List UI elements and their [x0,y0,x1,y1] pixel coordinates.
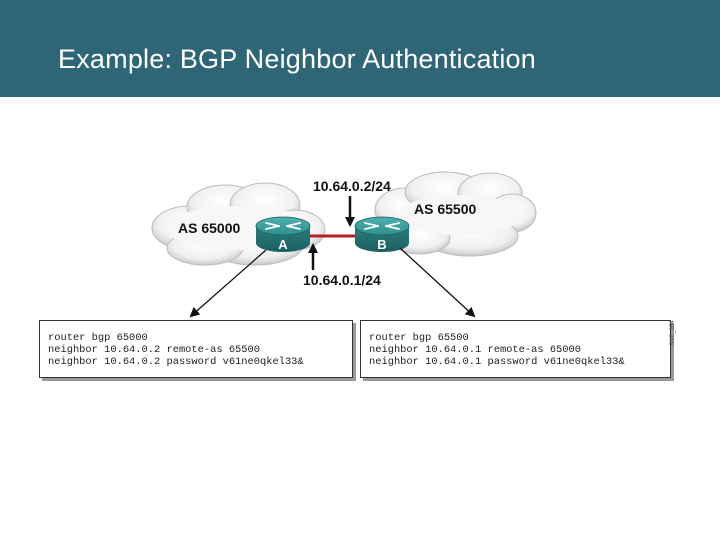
router-a: A [255,216,311,252]
arrow-to-config-a [189,249,267,318]
config-line: neighbor 10.64.0.1 remote-as 65000 [369,344,582,356]
router-a-label: A [278,237,288,252]
router-b-label: B [377,237,386,252]
config-line: neighbor 10.64.0.2 password v61ne0qkel33… [48,356,304,368]
config-line: neighbor 10.64.0.2 remote-as 65500 [48,344,261,356]
config-line: neighbor 10.64.0.1 password v61ne0qkel33… [369,356,625,368]
as-left-label: AS 65000 [178,220,240,236]
as-right-label: AS 65500 [414,201,476,217]
network-diagram: AS 65000 AS 65500 A B [151,171,537,318]
config-box-router-a: router bgp 65000 neighbor 10.64.0.2 remo… [39,320,353,378]
config-box-router-b: router bgp 65500 neighbor 10.64.0.1 remo… [360,320,671,378]
ip-bottom-label: 10.64.0.1/24 [303,272,381,288]
figure-code: SNP_054 [670,320,676,346]
ip-top-label: 10.64.0.2/24 [313,178,391,194]
config-line: router bgp 65500 [369,332,469,344]
config-line: router bgp 65000 [48,332,148,344]
router-b: B [354,216,410,252]
cloud-as-65500: AS 65500 [374,171,537,257]
arrow-to-config-b [399,247,476,318]
title-bar: Example: BGP Neighbor Authentication [0,0,720,97]
slide-title: Example: BGP Neighbor Authentication [58,44,536,74]
